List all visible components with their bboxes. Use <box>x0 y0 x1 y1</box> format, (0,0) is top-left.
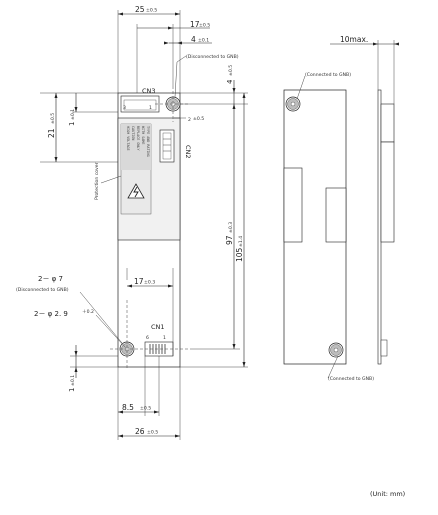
dim-4-right-tol: ±0.5 <box>228 65 234 76</box>
label-line-2: CAUTION <box>131 126 135 140</box>
cn2-dim-2: 2 <box>188 117 191 123</box>
label-line-3: REPLACE ONLY <box>136 126 140 151</box>
high-voltage-warning-icon <box>127 183 145 199</box>
unit-note: (Unit: mm) <box>370 490 405 498</box>
dim-17-bottom-tol: ±0.3 <box>144 280 155 286</box>
cn1-label: CN1 <box>151 323 165 331</box>
label-line-4: WITH SAME <box>141 126 145 144</box>
label-line-5: TYPE AND RATING <box>146 126 150 157</box>
front-dimensions: 25 ±0.5 17 ±0.5 4 ±0.1 (Disconnected to … <box>16 5 248 440</box>
side-connector-bottom <box>380 339 388 357</box>
dim-4-right: 4 <box>226 79 234 84</box>
dim-8-5: 8.5 <box>122 403 134 412</box>
cn3-pin1: 1 <box>149 105 152 111</box>
cn1-pin6: 6 <box>146 335 149 341</box>
dim-1-top-tol: ±0.1 <box>70 109 76 120</box>
back-component-lower <box>325 187 347 243</box>
cn3-pin3: 3 <box>123 105 126 111</box>
dim-97-tol: ±0.3 <box>228 222 234 233</box>
side-board <box>377 89 382 365</box>
cn2-label: CN2 <box>184 145 192 159</box>
back-view: (Connected to GNB) (Connected to GNB) <box>283 72 374 382</box>
dim-97: 97 <box>225 235 234 245</box>
dim-8-5-tol: ±0.5 <box>140 406 151 412</box>
dim-1-bottom: 1 <box>68 388 76 392</box>
cn1-pin1: 1 <box>163 335 166 341</box>
phi7-label: 2－ φ 7 <box>38 275 63 283</box>
dim-25: 25 <box>135 5 145 14</box>
disc-gnd-top-note: (Disconnected to GNB) <box>186 54 239 60</box>
dim-17-top: 17 <box>190 20 200 29</box>
dim-105-tol: ±1.4 <box>238 236 244 247</box>
dim-10max: 10max. <box>340 35 368 44</box>
dim-105: 105 <box>235 247 244 262</box>
phi29-label: 2－ φ 2. 9 <box>34 310 68 318</box>
cn2-connector <box>159 129 175 163</box>
dim-4-hole: 4 <box>191 35 196 44</box>
conn-gnd-right-note: (Connected to GNB) <box>305 72 351 78</box>
dim-21-tol: ±0.5 <box>50 113 56 124</box>
dim-21: 21 <box>47 128 56 138</box>
back-hole-bottom <box>328 342 344 358</box>
side-component-lower <box>380 141 395 243</box>
dim-4-hole-tol: ±0.1 <box>198 38 209 44</box>
side-component-upper <box>380 103 395 143</box>
front-view: HIGH VOLTAGE CAUTION REPLACE ONLY WITH S… <box>94 86 204 370</box>
protection-cover-label: Protection cover <box>94 162 100 200</box>
dim-17-bottom: 17 <box>134 277 144 286</box>
cn2-dim-tol: ±0.5 <box>193 116 204 122</box>
dim-17-top-tol: ±0.5 <box>199 23 210 29</box>
dim-25-tol: ±0.5 <box>146 8 157 14</box>
cn3-label: CN3 <box>142 87 156 95</box>
cn3-connector <box>120 95 160 113</box>
disc-gnd-left-note: (Disconnected to GNB) <box>16 287 69 293</box>
dim-1-bottom-tol: ±0.1 <box>70 375 76 386</box>
back-hole-top <box>285 96 301 112</box>
back-component-upper <box>283 167 303 243</box>
dim-1-top: 1 <box>68 122 76 126</box>
dim-26-tol: ±0.5 <box>147 430 158 436</box>
label-line-1: HIGH VOLTAGE <box>126 126 130 151</box>
dim-26: 26 <box>135 427 145 436</box>
side-view: 10max. <box>330 35 399 365</box>
phi29-tol: ＋0.2 <box>82 309 94 315</box>
conn-gnd-bottom-note: (Connected to GNB) <box>328 376 374 382</box>
